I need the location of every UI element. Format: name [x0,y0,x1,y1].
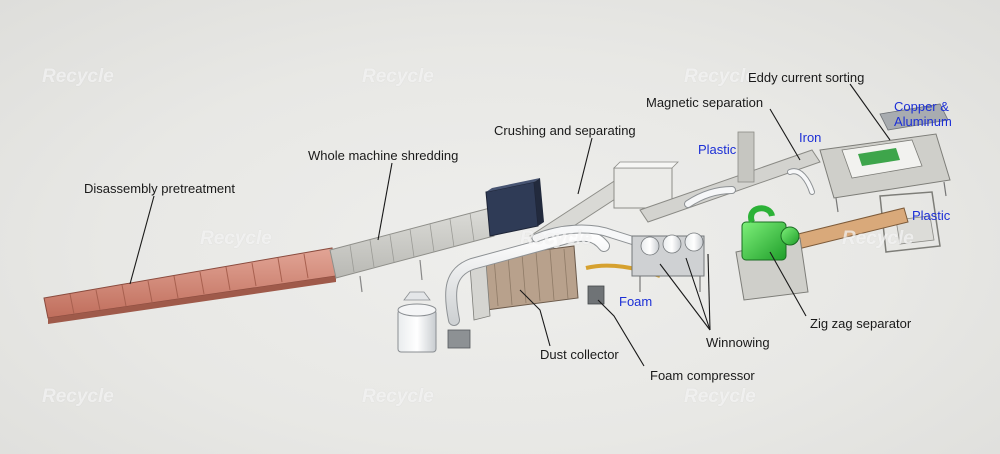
label-crushing-and-separating: Crushing and separating [494,123,636,138]
label-whole-machine-shredding: Whole machine shredding [308,148,459,163]
foam-tank [397,291,471,353]
disassembly-conveyor [43,247,337,324]
label-winnowing: Winnowing [706,335,770,350]
label-output-foam: Foam [619,294,653,309]
label-magnetic-separation: Magnetic separation [646,95,764,110]
watermark-logo: Recycle [842,228,914,249]
label-dust-collector: Dust collector [540,347,619,362]
leader-winnowing-c [707,253,711,331]
label-output-plastic-right: Plastic [912,208,951,223]
leader-lines [129,83,891,367]
leader-winnowing-b [685,257,711,331]
leader-eddy [849,83,891,141]
leader-dust-collector [519,289,551,347]
air-pipes [445,168,815,326]
label-output-iron: Iron [799,130,822,145]
shredder-conveyor [329,207,495,293]
label-foam-compressor: Foam compressor [650,368,755,383]
label-output-plastic-top: Plastic [698,142,737,157]
leader-shredding [377,162,393,241]
leader-disassembly [129,195,155,285]
watermark-logo: Recycle [42,386,114,407]
leader-foam-compressor [597,299,645,367]
watermark-logo: Recycle [362,66,434,87]
leader-magnetic [769,108,801,161]
dust-collector-unit [469,245,579,321]
watermark-logo: Recycle [520,228,592,249]
label-eddy-current-sorting: Eddy current sorting [748,70,865,85]
eddy-current-frame [819,103,951,213]
zigzag-separator-unit [741,205,800,261]
watermark-logo: Recycle [362,386,434,407]
leader-zigzag [769,251,807,317]
watermark-logo: Recycle [42,66,114,87]
watermark-logo: Recycle [684,66,756,87]
watermark-logo: Recycle [200,228,272,249]
leader-crushing [577,137,593,195]
watermark-logo: Recycle [684,386,756,407]
leader-winnowing-a [659,263,711,331]
shredder-unit [485,178,544,237]
label-zig-zag-separator: Zig zag separator [810,316,912,331]
label-disassembly-pretreatment: Disassembly pretreatment [84,181,235,196]
label-output-copper-aluminum: Copper & Aluminum [894,99,952,129]
winnowing-units [631,232,705,292]
